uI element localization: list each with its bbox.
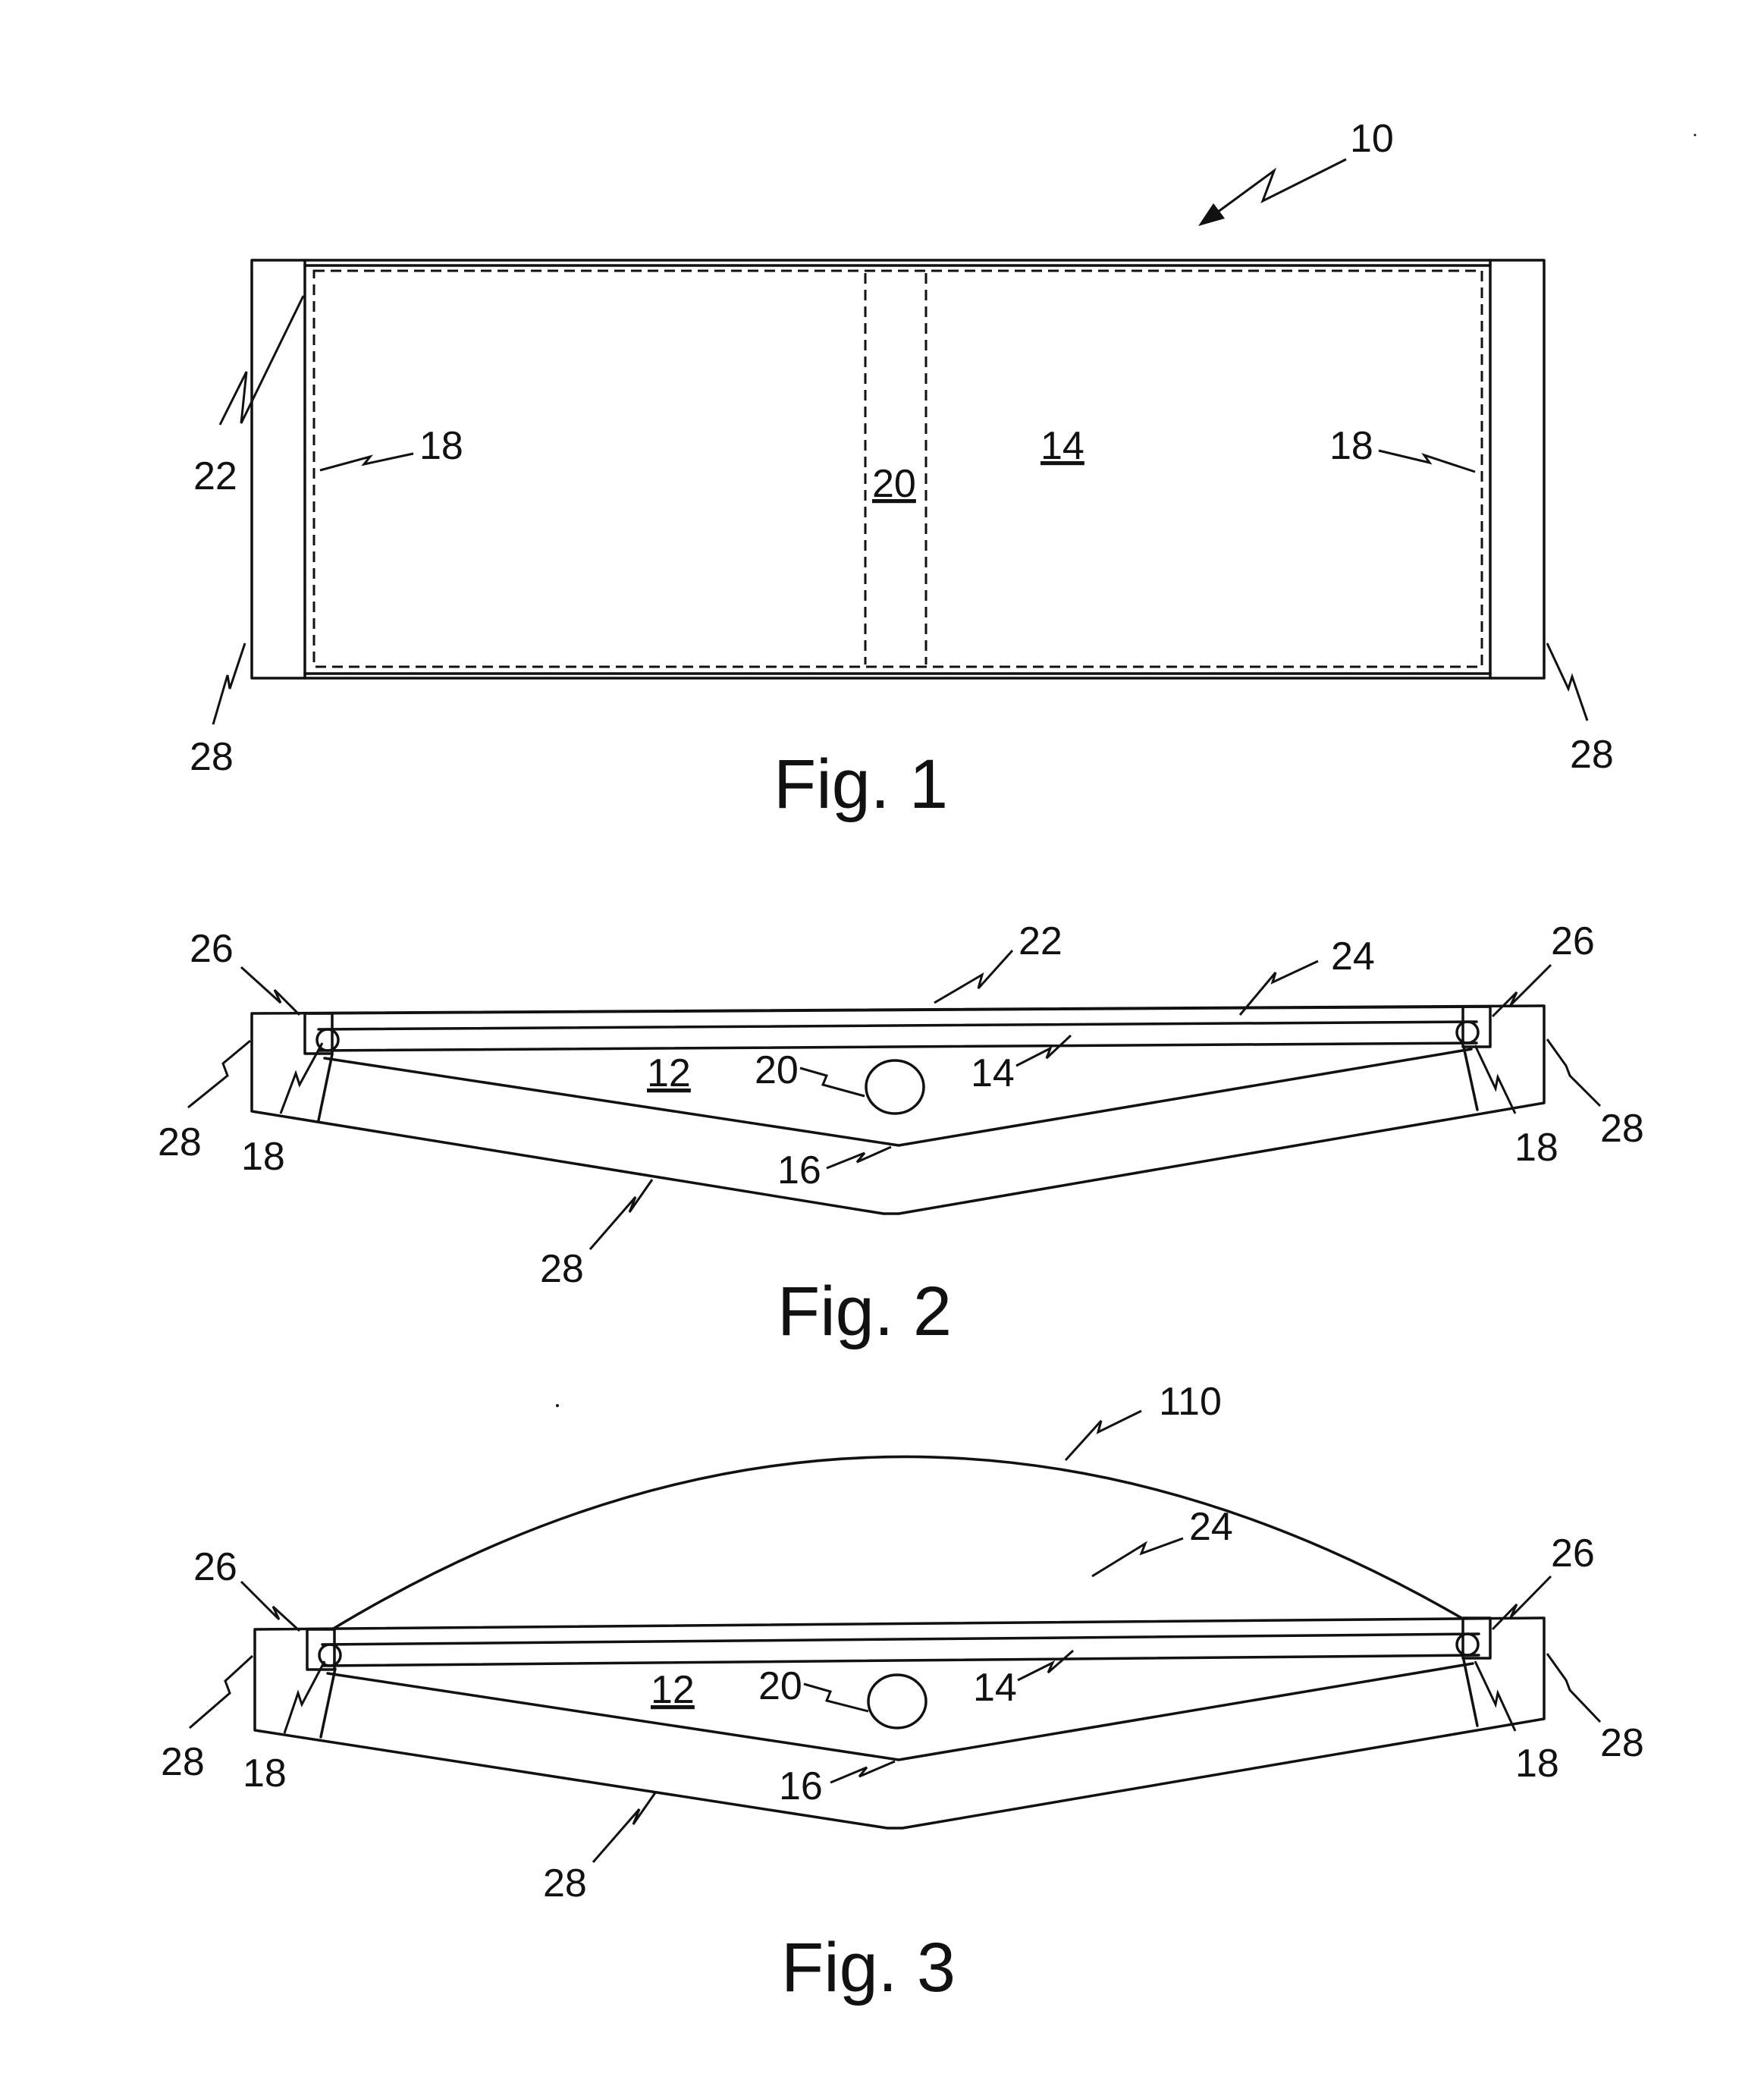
- fig2-ref-18-right: 18: [1514, 1126, 1558, 1170]
- fig3-ref-110: 110: [1159, 1380, 1222, 1424]
- fig2-leader-18-left: [281, 1043, 322, 1114]
- fig1-leader-28-left: [213, 643, 245, 724]
- fig3-right-wall: [1464, 1660, 1477, 1726]
- fig3-leader-26-left: [241, 1582, 300, 1631]
- fig2-leader-20: [800, 1068, 865, 1096]
- fig3-leader-110: [1066, 1411, 1141, 1460]
- fig3-ref-26-left: 26: [193, 1545, 237, 1589]
- fig3-left-wall: [321, 1669, 335, 1737]
- fig2-ref-18-left: 18: [241, 1135, 285, 1179]
- fig3-ref-20: 20: [758, 1664, 802, 1708]
- fig1-ref-18-right: 18: [1329, 424, 1373, 468]
- figure-2: 26 22 24 26 12 20 14 28 18 16 18 28 28 F…: [158, 919, 1644, 1350]
- fig3-inner-v-line: [328, 1663, 1473, 1760]
- fig3-ref-28-right: 28: [1600, 1721, 1644, 1765]
- fig3-leader-18-left: [284, 1661, 325, 1733]
- fig2-ref-14: 14: [971, 1051, 1015, 1095]
- fig2-ref-26-right: 26: [1551, 919, 1595, 963]
- fig1-leader-18-left: [320, 454, 413, 470]
- fig2-leader-26-left: [241, 967, 300, 1015]
- fig3-ref-14: 14: [973, 1666, 1017, 1710]
- fig1-ref-28-right: 28: [1570, 733, 1614, 777]
- fig3-ref-28-left: 28: [161, 1740, 205, 1784]
- fig2-left-wall: [319, 1054, 332, 1120]
- fig2-channel-20: [866, 1060, 924, 1114]
- fig3-inflated-bladder-arc: [332, 1456, 1463, 1629]
- fig1-ref-10: 10: [1350, 117, 1394, 161]
- fig3-leader-20: [804, 1684, 868, 1711]
- fig1-leader-10: [1217, 159, 1346, 212]
- fig2-right-wall: [1464, 1047, 1477, 1110]
- fig3-ref-18-left: 18: [243, 1751, 287, 1795]
- fig2-ref-28-bottom: 28: [540, 1247, 584, 1291]
- fig3-leader-28-bottom: [593, 1792, 656, 1862]
- fig1-leader-22: [220, 296, 303, 425]
- fig3-bladder-top-line: [322, 1634, 1479, 1645]
- fig3-leader-24: [1092, 1538, 1183, 1576]
- fig2-leader-22: [934, 950, 1012, 1003]
- fig2-ref-26-left: 26: [190, 927, 234, 971]
- fig1-leader-28-right: [1547, 643, 1587, 721]
- fig3-leader-16: [830, 1761, 895, 1783]
- fig2-top-panel-line: [305, 1007, 1490, 1013]
- fig1-leader-18-right: [1379, 451, 1475, 472]
- scan-speck-2: [1694, 134, 1697, 137]
- fig2-right-rod-end: [1457, 1022, 1478, 1043]
- fig2-tray-outline: [252, 1006, 1544, 1214]
- fig2-ref-16: 16: [777, 1148, 821, 1192]
- scan-speck-1: [556, 1404, 559, 1407]
- fig3-leader-28-right: [1547, 1654, 1600, 1722]
- fig2-bladder-top-line: [319, 1022, 1477, 1029]
- fig3-leader-26-right: [1492, 1576, 1551, 1629]
- fig3-ref-16: 16: [779, 1764, 823, 1808]
- fig2-ref-22: 22: [1019, 919, 1062, 963]
- fig1-arrowhead-10: [1198, 203, 1225, 226]
- fig3-leader-14: [1018, 1651, 1073, 1680]
- fig3-channel-20: [868, 1675, 926, 1728]
- fig3-leader-28-left: [190, 1656, 253, 1728]
- fig3-ref-12: 12: [651, 1668, 695, 1712]
- fig2-leader-16: [827, 1147, 891, 1168]
- fig3-ref-26-right: 26: [1551, 1532, 1595, 1575]
- fig2-caption: Fig. 2: [777, 1273, 952, 1350]
- fig1-ref-22: 22: [193, 454, 237, 498]
- figure-1: 10 22 18 20 14 18 28 28 Fig. 1: [190, 117, 1614, 823]
- fig1-caption: Fig. 1: [774, 746, 948, 823]
- figure-3: 110 24 26 26 12 20 14 28 18 18 28 16 28 …: [161, 1380, 1644, 2006]
- fig2-ref-12: 12: [647, 1051, 691, 1095]
- fig3-ref-24: 24: [1189, 1505, 1233, 1549]
- fig2-leader-14: [1016, 1035, 1071, 1066]
- fig2-leader-28-left: [188, 1041, 250, 1107]
- fig2-ref-24: 24: [1331, 935, 1375, 979]
- fig2-leader-28-bottom: [590, 1180, 652, 1249]
- fig3-leader-18-right: [1475, 1661, 1515, 1731]
- fig1-ref-14: 14: [1041, 424, 1084, 468]
- fig2-inner-v-line: [325, 1049, 1471, 1145]
- fig2-ref-28-right: 28: [1600, 1107, 1644, 1151]
- fig2-ref-28-left: 28: [158, 1120, 202, 1164]
- fig2-bladder-bottom-line: [319, 1043, 1477, 1051]
- fig1-ref-28-left: 28: [190, 735, 234, 779]
- fig3-ref-18-right: 18: [1515, 1742, 1559, 1786]
- fig3-right-rod-end: [1457, 1634, 1478, 1655]
- fig3-bladder-bottom-line: [322, 1655, 1479, 1666]
- fig2-leader-26-right: [1492, 965, 1551, 1016]
- fig3-tray-outline: [255, 1618, 1544, 1828]
- fig1-ref-18-left: 18: [419, 424, 463, 468]
- fig2-leader-18-right: [1475, 1045, 1515, 1114]
- fig2-ref-20: 20: [755, 1048, 799, 1092]
- fig1-ref-20: 20: [872, 462, 916, 506]
- fig2-leader-28-right: [1547, 1039, 1600, 1106]
- fig3-caption: Fig. 3: [781, 1929, 956, 2006]
- fig3-ref-28-bottom: 28: [543, 1861, 587, 1905]
- fig3-left-rod-end: [319, 1645, 341, 1666]
